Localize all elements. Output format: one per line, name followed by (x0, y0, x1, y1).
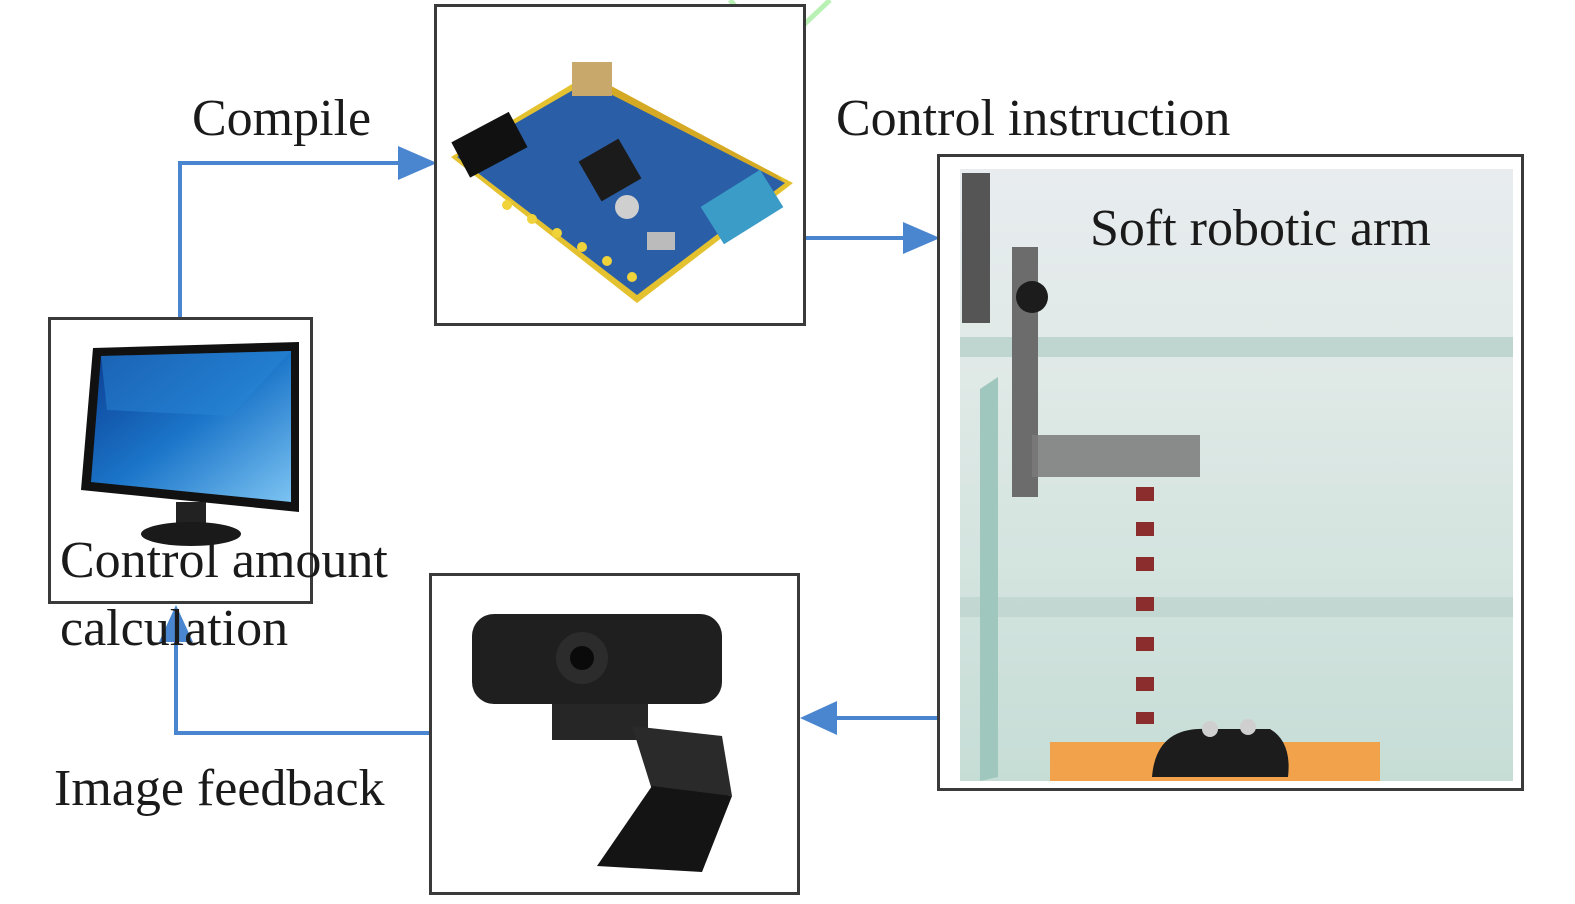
computer-box (48, 317, 313, 604)
control-amount-label-line1: Control amount (60, 532, 388, 589)
soft-robotic-arm-label: Soft robotic arm (1090, 200, 1431, 257)
robot-to-camera-arrowhead (800, 701, 837, 735)
webcam-icon (472, 614, 732, 872)
compile-arrow (178, 161, 400, 318)
camera-box (429, 573, 800, 895)
control-amount-label-line2: calculation (60, 600, 289, 657)
controller-box (434, 4, 806, 326)
circuit-board-icon (451, 62, 793, 303)
robot-box (937, 154, 1524, 791)
control-instruction-arrowhead (903, 222, 940, 254)
image-feedback-label: Image feedback (54, 760, 385, 817)
control-instruction-label: Control instruction (836, 90, 1231, 147)
computer-monitor-icon (81, 342, 299, 546)
compile-label: Compile (192, 90, 372, 147)
image-feedback-arrow (174, 640, 433, 735)
compile-arrowhead (398, 146, 437, 180)
image-feedback-arrowhead (159, 605, 193, 642)
soft-robotic-arm-photo (960, 169, 1513, 781)
